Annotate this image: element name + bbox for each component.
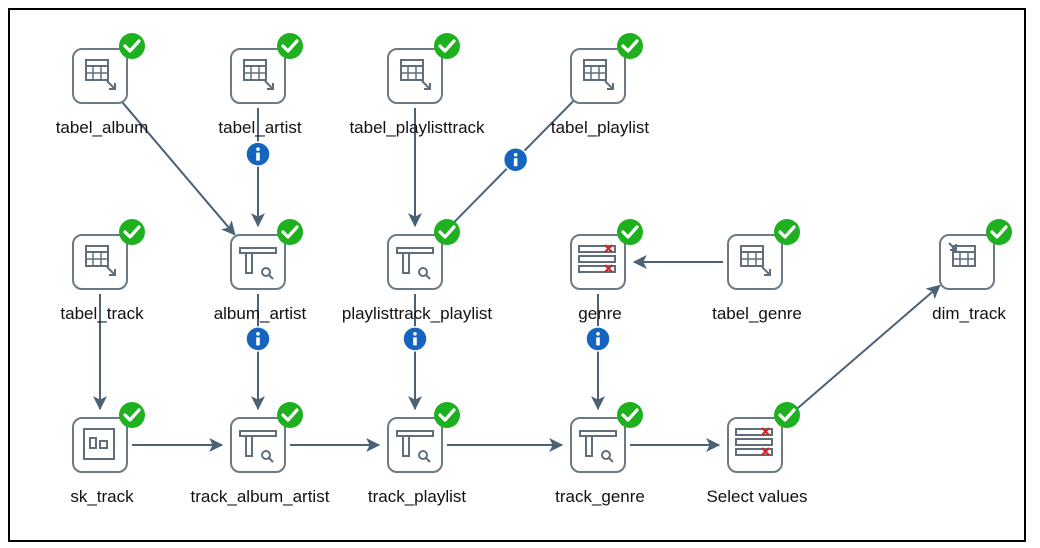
step-label: Select values	[706, 487, 808, 506]
step-track-playlist[interactable]: track_playlist	[368, 402, 466, 506]
step-label: tabel_track	[60, 304, 144, 323]
info-icon[interactable]	[245, 326, 271, 352]
step-label: genre	[578, 304, 622, 323]
check-icon	[118, 32, 146, 60]
hop-select_values-to-dim_track[interactable]	[778, 284, 941, 425]
step-label: tabel_genre	[712, 304, 802, 323]
step-label: tabel_playlist	[550, 118, 650, 137]
table-input-icon[interactable]	[230, 48, 286, 104]
check-icon	[616, 401, 644, 429]
check-icon	[276, 218, 304, 246]
check-icon	[433, 32, 461, 60]
table-input-icon[interactable]	[570, 48, 626, 104]
check-icon	[118, 218, 146, 246]
stream-lookup-icon[interactable]	[387, 234, 443, 290]
step-track-genre[interactable]: track_genre	[555, 402, 645, 506]
check-icon	[773, 218, 801, 246]
step-select-values[interactable]: Select values	[706, 402, 808, 506]
check-icon	[985, 218, 1013, 246]
info-icon[interactable]	[502, 146, 529, 173]
table-output-icon[interactable]	[939, 234, 995, 290]
hop-layer	[93, 98, 941, 452]
step-track-album-artist[interactable]: track_album_artist	[191, 402, 329, 506]
step-dim-track[interactable]: dim_track	[932, 219, 1012, 323]
step-label: sk_track	[70, 487, 134, 506]
select-values-icon[interactable]	[727, 417, 783, 473]
info-icon[interactable]	[585, 326, 611, 352]
check-icon	[276, 32, 304, 60]
info-icon[interactable]	[402, 326, 428, 352]
step-tabel-album[interactable]: tabel_album	[56, 33, 148, 137]
step-tabel-artist[interactable]: tabel_artist	[218, 33, 303, 137]
sequence-icon[interactable]	[72, 417, 128, 473]
table-input-icon[interactable]	[727, 234, 783, 290]
step-label: tabel_artist	[218, 118, 302, 137]
check-icon	[616, 32, 644, 60]
step-album-artist[interactable]: album_artist	[214, 219, 306, 323]
step-label: track_playlist	[367, 487, 467, 506]
check-icon	[616, 218, 644, 246]
step-sk-track[interactable]: sk_track	[70, 402, 145, 506]
step-label: playlisttrack_playlist	[341, 304, 493, 323]
stream-lookup-icon[interactable]	[230, 417, 286, 473]
step-tabel-genre[interactable]: tabel_genre	[712, 219, 802, 323]
stream-lookup-icon[interactable]	[230, 234, 286, 290]
stream-lookup-icon[interactable]	[387, 417, 443, 473]
info-icon[interactable]	[245, 141, 271, 167]
check-icon	[433, 218, 461, 246]
check-icon	[773, 401, 801, 429]
step-tabel-playlist[interactable]: tabel_playlist	[551, 33, 649, 137]
hop-tabel_album-to-album_artist[interactable]	[119, 99, 236, 236]
select-values-icon[interactable]	[570, 234, 626, 290]
stream-lookup-icon[interactable]	[570, 417, 626, 473]
step-genre[interactable]: genre	[570, 219, 643, 323]
step-label: track_album_artist	[190, 487, 330, 506]
table-input-icon[interactable]	[72, 48, 128, 104]
table-input-icon[interactable]	[387, 48, 443, 104]
check-icon	[433, 401, 461, 429]
step-label: dim_track	[932, 304, 1006, 323]
step-label: tabel_playlisttrack	[349, 118, 485, 137]
step-label: tabel_album	[55, 118, 149, 137]
step-tabel-playlisttrack[interactable]: tabel_playlisttrack	[349, 33, 485, 137]
step-tabel-track[interactable]: tabel_track	[60, 219, 145, 323]
step-playlisttrack-playlist[interactable]: playlisttrack_playlist	[342, 219, 492, 323]
check-icon	[276, 401, 304, 429]
step-label: album_artist	[213, 304, 307, 323]
check-icon	[118, 401, 146, 429]
table-input-icon[interactable]	[72, 234, 128, 290]
step-label: track_genre	[555, 487, 645, 506]
